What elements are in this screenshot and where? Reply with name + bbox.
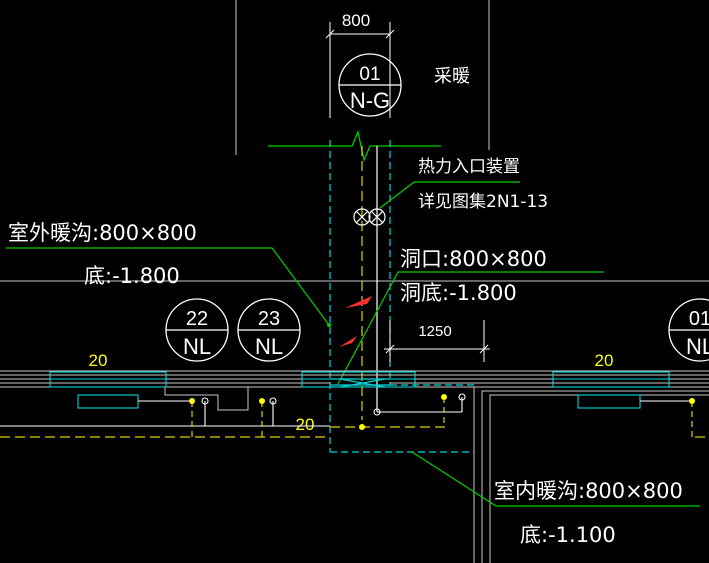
bubble-number: 23 [258,308,280,330]
horizontal-pipes [0,397,709,438]
indoor-leader [411,451,700,507]
dimension-1250-text: 1250 [418,323,451,340]
bubble-system: NL [686,334,709,359]
bubble-number: 01 [359,64,380,85]
bubble-22-nl: 22 NL [165,298,229,362]
pipe-size-label: 20 [595,351,614,370]
entry-device-label: 热力入口装置 [418,157,520,177]
bubble-number: 01 [689,308,709,330]
entry-leader [379,181,415,209]
bubble-23-nl: 23 NL [237,298,301,362]
bubble-system: N-G [350,88,390,113]
entry-ref-label: 详见图集2N1-13 [418,192,548,212]
indoor-bottom-label: 底:-1.100 [520,523,616,547]
bubble-01-nl: 01 NL [668,298,709,362]
radiator [77,394,139,409]
riser-pipes [361,146,378,420]
bubble-system: NL [183,334,211,359]
radiators [77,394,692,409]
vertical-trench [329,140,391,452]
outdoor-leader-dot [327,323,331,327]
indoor-trench-label: 室内暖沟:800×800 [494,479,683,503]
dimension-800 [325,22,395,118]
bubble-number: 22 [186,308,208,330]
dimension-800-text: 800 [342,11,370,30]
tick-right [385,29,395,39]
bubble-01-ng: 01 N-G [338,53,402,117]
gate-valve-icon [353,208,386,226]
reference-lines [0,0,709,282]
red-arrow-icon [339,296,372,347]
indoor-trench [330,378,474,453]
outdoor-leader [6,247,330,326]
break-line-icon [268,129,441,163]
opening-leader [337,271,604,385]
opening-bottom-label: 洞底:-1.800 [400,281,517,305]
tick-left [325,29,335,39]
outdoor-bottom-label: 底:-1.800 [84,264,180,288]
windows [49,371,670,388]
radiator [577,394,641,409]
bubble-system: NL [255,334,283,359]
pipe-size-label: 20 [89,351,108,370]
pipe-junctions [189,393,695,430]
pipe-size-label: 20 [296,415,315,434]
outdoor-trench-label: 室外暖沟:800×800 [8,221,197,245]
opening-label: 洞口:800×800 [400,247,547,271]
dimension-1250 [384,320,490,362]
heating-label: 采暖 [434,66,470,87]
